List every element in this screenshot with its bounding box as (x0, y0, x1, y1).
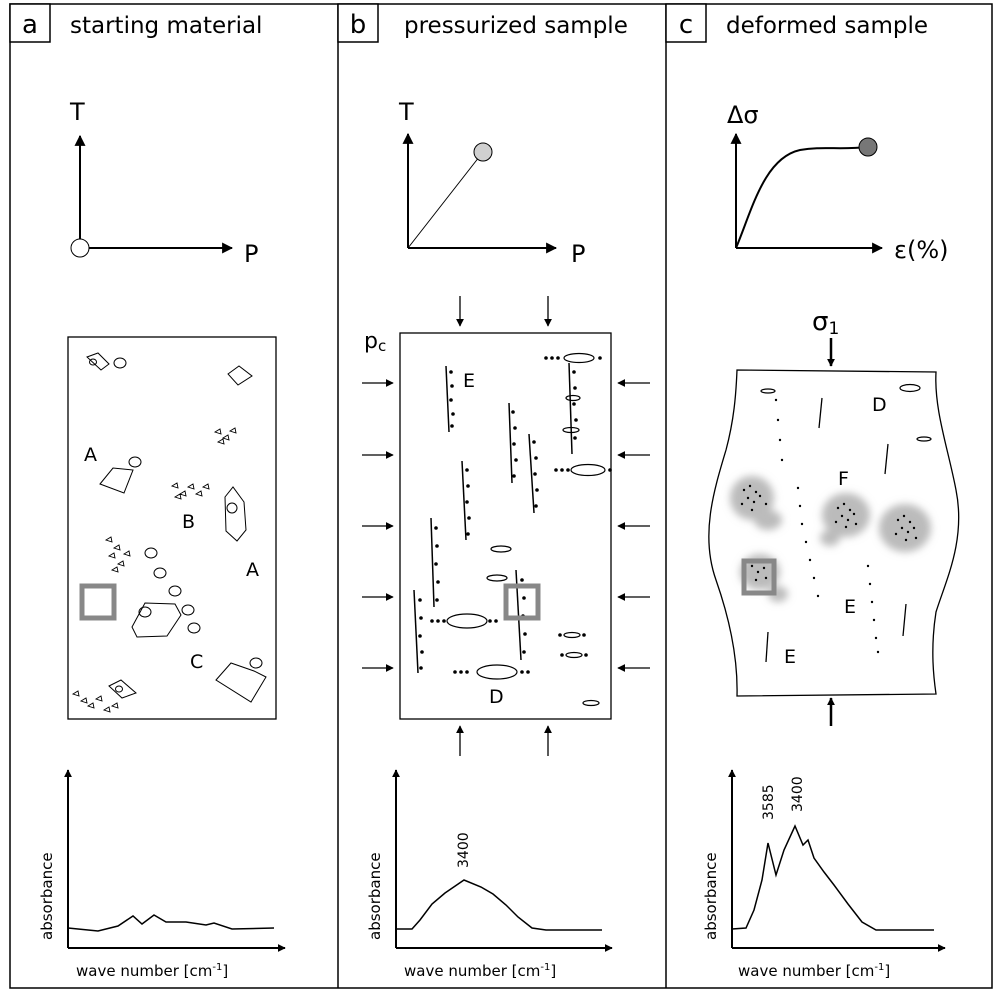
panel-b-sample-box (399, 332, 612, 720)
inclusion (138, 606, 152, 618)
pore (128, 456, 142, 468)
grain-a5 (131, 602, 182, 638)
grain-a1 (86, 352, 110, 371)
panel-c-stress-label: Δσ (727, 101, 759, 129)
panel-b-letter: b (350, 10, 367, 40)
panel-b-t-label: T (398, 98, 414, 126)
panel-c-letter: c (679, 10, 693, 40)
panel-c-absorbance-label: absorbance (702, 852, 720, 940)
panel-c-letter-box (665, 3, 707, 43)
panel-b-field-label: E (463, 370, 475, 392)
panel-b-absorbance-label: absorbance (366, 852, 384, 940)
panel-c-peak-label: 3585 (761, 784, 777, 820)
panel-b-spectrum: 3400 absorbance wave number [cm-1] (366, 769, 613, 980)
panel-c-cracks (765, 397, 907, 663)
panel-a-letter-box (9, 3, 51, 43)
fluid-cluster-b (71, 427, 237, 713)
panel-a-spectrum: absorbance wave number [cm-1] (38, 769, 286, 980)
panel-b-zoom-square (503, 583, 541, 621)
panel-a-field-label: A (84, 444, 97, 466)
panel-b-wavenumber-label: wave number [cm-1] (404, 962, 556, 980)
panel-c-stress-strain: Δσ ε(%) (727, 101, 949, 264)
panel-b: b pressurized sample T P pc (337, 3, 650, 980)
grain-a6 (108, 679, 137, 699)
panel-b-loading-arrows (362, 296, 650, 756)
panel-c-sample: σ1 (708, 307, 960, 726)
panel-c-cluster-dots (740, 398, 918, 654)
panel-c-field-label: E (784, 646, 796, 668)
panel-b-field-label: D (489, 686, 504, 708)
panel-a-pt-diagram: T P (69, 98, 258, 268)
panel-c-zoom-square (741, 558, 777, 596)
pore (113, 357, 127, 369)
panel-a-sample: A B A C (67, 336, 277, 720)
panel-b-pt-path (407, 151, 484, 249)
panel-b-p-label: P (571, 240, 585, 268)
panel-c-strain-label: ε(%) (894, 236, 949, 264)
panel-c-stress-curve (735, 146, 869, 249)
panel-b-spectrum-curve (396, 879, 602, 931)
panel-c: c deformed sample Δσ ε(%) σ1 (665, 3, 960, 980)
panel-a-title: starting material (70, 13, 262, 39)
panel-b-confining-label: pc (364, 329, 386, 355)
panel-a-absorbance-label: absorbance (38, 852, 56, 940)
panel-c-field-label: D (872, 394, 887, 416)
panel-a-wavenumber-label: wave number [cm-1] (76, 962, 228, 980)
panel-a-zoom-square (79, 583, 117, 621)
panel-a-state-marker (70, 238, 90, 258)
panel-a: a starting material T P (9, 3, 286, 980)
panel-b-peak-label: 3400 (456, 832, 472, 868)
panel-b-sample: pc (362, 296, 650, 756)
panel-c-wavenumber-label: wave number [cm-1] (738, 962, 890, 980)
panel-c-state-marker (858, 137, 878, 157)
panel-a-p-label: P (244, 240, 258, 268)
bubble-chain-c (144, 547, 201, 634)
grain-a7 (215, 662, 267, 703)
panel-a-field-label: A (246, 559, 259, 581)
inclusion (89, 358, 97, 366)
panel-a-sample-box (67, 336, 277, 720)
panel-b-fluid-inclusions (446, 352, 606, 707)
inclusion (226, 502, 238, 514)
panel-c-field-label: F (838, 468, 849, 490)
panel-c-field-label: E (844, 596, 856, 618)
panel-b-cracks (413, 362, 573, 674)
panel-c-title: deformed sample (726, 13, 928, 39)
panel-c-stress-sigma: σ1 (812, 307, 839, 339)
grain-a2 (227, 365, 253, 386)
pore (249, 657, 263, 669)
grain-a3 (99, 467, 134, 494)
inclusion (115, 685, 123, 693)
panel-c-spectrum: 3585 3400 absorbance wave number [cm-1] (702, 769, 946, 980)
panel-a-t-label: T (69, 98, 85, 126)
panel-a-spectrum-curve (67, 914, 275, 932)
panel-c-fluid-inclusions (760, 383, 932, 442)
panel-b-pt-diagram: T P (398, 98, 585, 268)
panel-c-peak-label: 3400 (790, 776, 806, 812)
grain-a4 (224, 486, 247, 542)
panel-b-state-marker (473, 142, 493, 162)
panel-a-letter: a (22, 10, 38, 40)
panel-a-field-label: C (190, 651, 203, 673)
panel-b-title: pressurized sample (404, 13, 628, 39)
panel-b-letter-box (337, 3, 379, 43)
panel-c-fluid-clouds (730, 476, 931, 602)
panel-a-field-label: B (182, 511, 195, 533)
figure-frame (9, 3, 993, 989)
panel-c-spectrum-curve (731, 824, 934, 931)
